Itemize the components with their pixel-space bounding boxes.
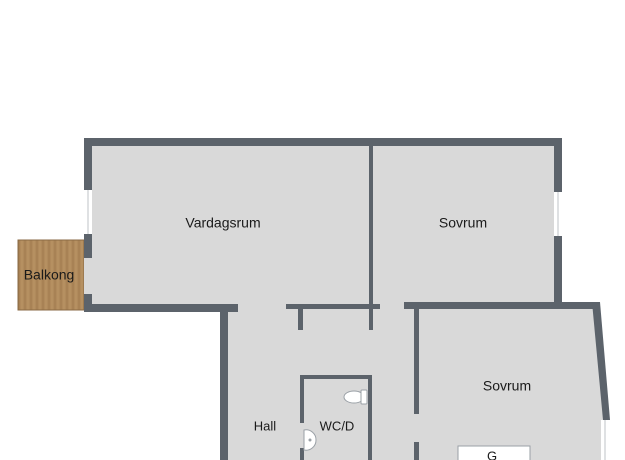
wardrobe-label: G — [487, 448, 497, 460]
wardrobe — [457, 445, 531, 460]
balcony-label: Balkong — [24, 267, 75, 283]
balcony-door — [84, 258, 92, 294]
wc-label: WC/D — [320, 418, 355, 433]
toilet-icon — [343, 389, 368, 405]
windows — [84, 190, 609, 460]
sink-icon — [303, 429, 317, 451]
balcony-floor — [17, 239, 85, 311]
bedroom-1-label: Sovrum — [439, 215, 487, 231]
bedroom-2-label: Sovrum — [483, 378, 531, 394]
living-room-label: Vardagsrum — [185, 215, 260, 231]
floor-area — [84, 138, 606, 460]
hall-label: Hall — [254, 418, 277, 433]
